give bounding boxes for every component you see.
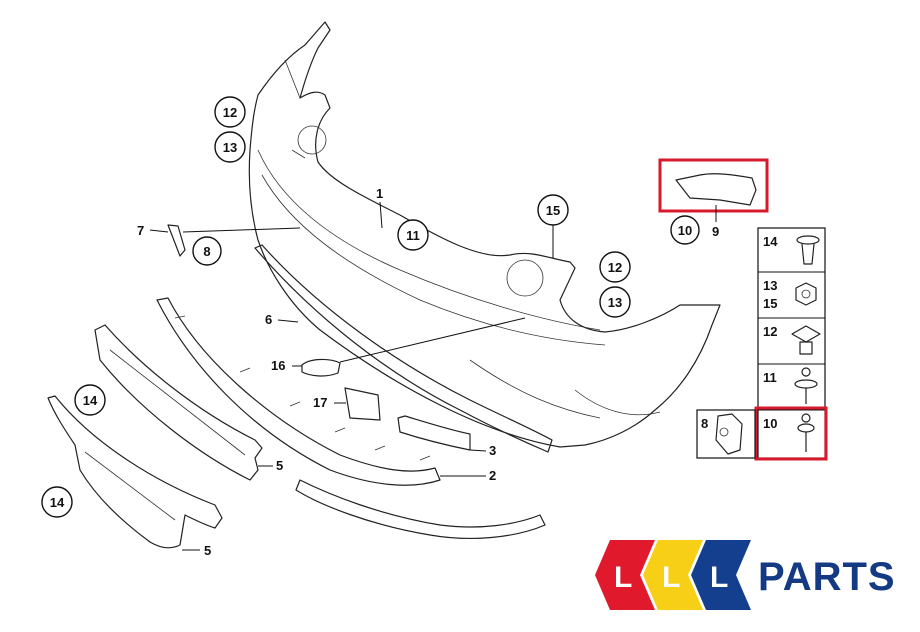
- label-9: 9: [712, 224, 719, 239]
- table-row-12-number: 12: [763, 324, 777, 339]
- label-5-upper: 5: [276, 458, 283, 473]
- logo-letter-3: L: [710, 561, 728, 594]
- label-3: 3: [489, 443, 496, 458]
- svg-text:14: 14: [83, 393, 98, 408]
- part-9-bracket: [675, 173, 757, 206]
- callout-15: 15: [537, 194, 569, 226]
- svg-text:10: 10: [678, 223, 692, 238]
- bumper-cover: [248, 21, 721, 448]
- fastener-table: 14 13 15 12 11 10: [757, 227, 826, 459]
- table-row-14-number: 14: [763, 234, 778, 249]
- callout-14-left-upper: 14: [74, 384, 106, 416]
- logo-red-block: [595, 540, 655, 610]
- label-16: 16: [271, 358, 285, 373]
- callout-13-top: 13: [214, 131, 246, 163]
- label-7: 7: [137, 223, 144, 238]
- side-moulding: [254, 244, 553, 453]
- svg-text:15: 15: [546, 203, 560, 218]
- label-1: 1: [376, 186, 383, 201]
- svg-text:13: 13: [608, 295, 622, 310]
- svg-text:13: 13: [223, 140, 237, 155]
- callout-8: 8: [192, 236, 222, 266]
- svg-text:14: 14: [50, 495, 65, 510]
- washer-screw-icon: [794, 367, 818, 404]
- part-16-cover: [301, 358, 341, 377]
- table-row-10-number: 10: [763, 416, 777, 431]
- svg-text:11: 11: [406, 228, 420, 243]
- label-2: 2: [489, 468, 496, 483]
- clip-nut-icon: [791, 325, 821, 355]
- label-6: 6: [265, 312, 272, 327]
- highlight-part-10: [754, 406, 828, 461]
- part-8-box-number: 8: [701, 416, 708, 431]
- logo-text: PARTS: [758, 555, 896, 599]
- callout-11: 11: [397, 219, 429, 251]
- logo-yellow-block: [643, 540, 703, 610]
- lower-spoiler: [295, 479, 546, 539]
- logo-letter-2: L: [662, 561, 680, 594]
- callout-13-right: 13: [599, 286, 631, 318]
- plate-holder-lower: [47, 395, 223, 549]
- svg-text:12: 12: [223, 105, 237, 120]
- table-row-13-number: 13: [763, 278, 777, 293]
- highlight-part-9: [658, 158, 769, 213]
- svg-text:12: 12: [608, 260, 622, 275]
- logo-blue-block: [691, 540, 751, 610]
- table-row-11-number: 11: [763, 370, 777, 385]
- lll-parts-logo: L L L PARTS: [595, 540, 896, 610]
- plate-base-upper: [94, 324, 263, 481]
- logo-letter-1: L: [614, 561, 632, 594]
- svg-text:8: 8: [203, 244, 210, 259]
- grille-carrier: [156, 297, 441, 486]
- label-17: 17: [313, 395, 327, 410]
- reflector-strip: [397, 415, 471, 451]
- label-5-lower: 5: [204, 543, 211, 558]
- push-rivet-icon: [796, 235, 820, 265]
- callout-14-left-lower: 14: [41, 486, 73, 518]
- table-row-15-number: 15: [763, 296, 777, 311]
- part-8-box: 8: [696, 409, 756, 459]
- bracket-icon: [715, 413, 743, 455]
- callout-12-right: 12: [599, 251, 631, 283]
- part-7-trim: [167, 224, 186, 257]
- callout-12-top: 12: [214, 96, 246, 128]
- callout-10: 10: [670, 215, 700, 245]
- part-17-bracket: [344, 387, 381, 421]
- hex-nut-icon: [795, 282, 817, 306]
- expanding-rivet-icon: [797, 413, 815, 452]
